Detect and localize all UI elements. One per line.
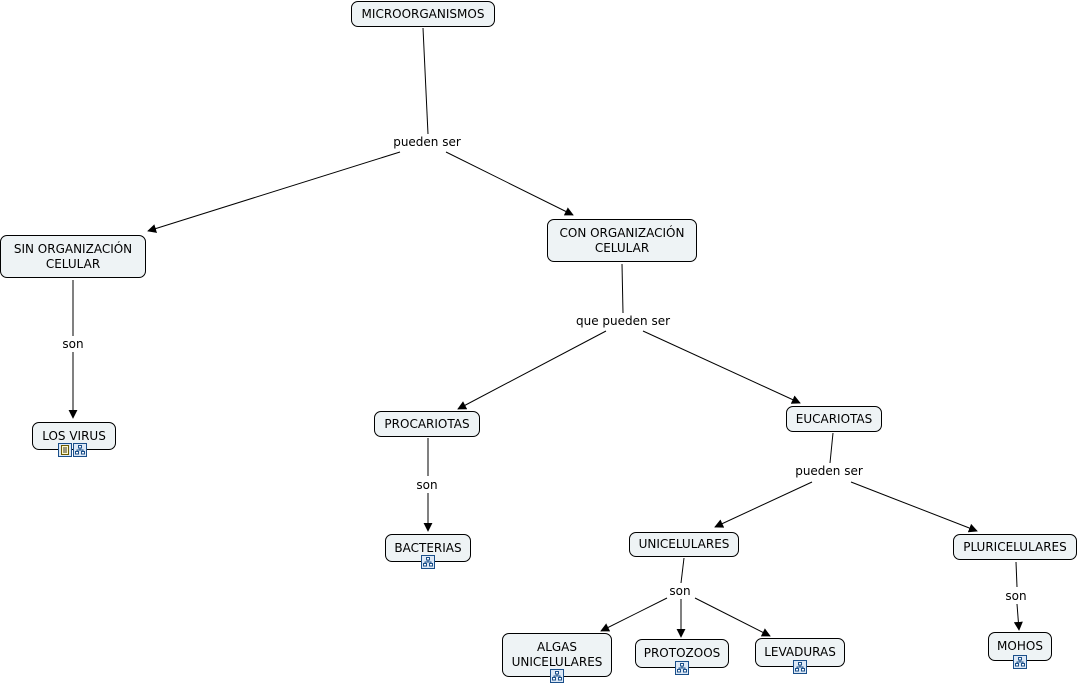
link-label-son: son: [1003, 589, 1029, 603]
concept-map-icon[interactable]: [550, 669, 564, 683]
concept-label: EUCARIOTAS: [795, 411, 873, 426]
concept-label: LEVADURAS: [764, 645, 836, 659]
concept-label: SIN ORGANIZACIÓN CELULAR: [13, 241, 133, 271]
concept-label: LOS VIRUS: [42, 428, 106, 443]
link-label-son: son: [667, 584, 693, 598]
line-con-organizacion-que-pueden-ser: [621, 263, 624, 314]
concept-label: MICROORGANISMOS: [361, 6, 485, 21]
arrow-to-con-organizacion: [445, 151, 574, 216]
concept-unicelulares[interactable]: UNICELULARES: [629, 532, 739, 557]
arrow-to-procariotas: [457, 330, 607, 410]
line-unicelulares-son: [680, 557, 685, 584]
concept-map-icon[interactable]: [73, 443, 87, 457]
levaduras-resources: [793, 660, 807, 674]
arrow-to-mohos: [1013, 603, 1023, 631]
bacterias-resources: [421, 555, 435, 569]
concept-label: PROCARIOTAS: [384, 416, 470, 431]
arrow-to-eucariotas: [642, 330, 801, 404]
arrow-to-sin-organizacion: [147, 151, 401, 233]
concept-label: MOHOS: [997, 639, 1043, 653]
concept-label: UNICELULARES: [638, 537, 730, 551]
concept-sin-organizacion-celular[interactable]: SIN ORGANIZACIÓN CELULAR: [0, 235, 146, 278]
arrow-to-algas: [600, 597, 668, 632]
concept-mohos[interactable]: MOHOS: [988, 632, 1052, 661]
concept-microorganismos[interactable]: MICROORGANISMOS: [351, 1, 495, 27]
algas-resources: [550, 669, 564, 683]
concept-procariotas[interactable]: PROCARIOTAS: [374, 411, 480, 437]
concept-map-icon[interactable]: [1013, 655, 1027, 669]
los-virus-resources: [58, 443, 87, 457]
link-label-pueden-ser: pueden ser: [793, 464, 865, 478]
link-label-pueden-ser: pueden ser: [391, 135, 463, 149]
mohos-resources: [1013, 655, 1027, 669]
concept-map-icon[interactable]: [421, 555, 435, 569]
concept-eucariotas[interactable]: EUCARIOTAS: [786, 406, 882, 432]
protozoos-resources: [675, 661, 689, 675]
arrow-to-pluricelulares: [850, 481, 978, 533]
concept-label: ALGAS UNICELULARES: [511, 640, 603, 669]
concept-map-icon[interactable]: [793, 660, 807, 674]
concept-label: BACTERIAS: [394, 540, 462, 555]
concept-label: CON ORGANIZACIÓN CELULAR: [559, 225, 685, 255]
link-label-son: son: [60, 337, 86, 351]
concept-con-organizacion-celular[interactable]: CON ORGANIZACIÓN CELULAR: [547, 219, 697, 262]
arrow-to-levaduras: [694, 597, 771, 637]
concept-pluricelulares[interactable]: PLURICELULARES: [953, 534, 1077, 560]
line-pluricelulares-son: [1015, 561, 1018, 588]
arrow-to-unicelulares: [714, 481, 813, 528]
line-microorganismos-pueden-ser: [422, 27, 429, 135]
concept-label: PROTOZOOS: [643, 646, 721, 660]
link-label-son: son: [414, 478, 440, 492]
concept-map-icon[interactable]: [675, 661, 689, 675]
concept-label: PLURICELULARES: [963, 539, 1067, 554]
link-label-que-pueden-ser: que pueden ser: [573, 314, 673, 328]
line-eucariotas-pueden-ser: [829, 432, 834, 464]
document-icon[interactable]: [58, 443, 72, 457]
